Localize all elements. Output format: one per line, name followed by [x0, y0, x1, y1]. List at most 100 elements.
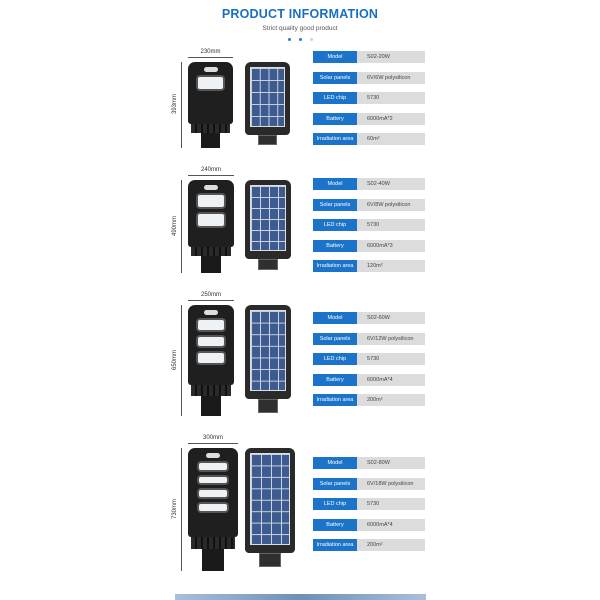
led-module: [197, 502, 229, 513]
mounting-pole-bracket: [202, 548, 224, 571]
heat-sink-fins: [191, 246, 231, 257]
spec-label: Model: [313, 312, 357, 324]
height-dimension-label: 650mm: [172, 349, 178, 370]
lamp-logo: [203, 67, 218, 72]
spec-label: LED chip: [313, 92, 357, 104]
height-dimension-label: 730mm: [172, 498, 178, 519]
solar-panel-back-image: [245, 62, 290, 136]
spec-value: 200m²: [357, 539, 425, 551]
spec-label: Battery: [313, 239, 357, 252]
led-module: [196, 75, 225, 91]
height-dimension-label: 490mm: [172, 215, 178, 236]
spec-value: 6V/8W polysilicon: [357, 198, 425, 211]
page-title: PRODUCT INFORMATION: [221, 7, 379, 21]
mounting-pole-bracket: [200, 256, 222, 273]
lamp-logo: [206, 453, 220, 458]
spec-label: Model: [313, 457, 357, 469]
spec-label: Battery: [313, 373, 357, 386]
dot-indicator[interactable]: [299, 38, 302, 41]
solar-panel-back-image: [245, 180, 291, 260]
spec-value: 60m²: [357, 133, 425, 145]
width-dimension-line: [188, 443, 238, 444]
spec-label: Irradiation area: [313, 394, 357, 406]
solar-cells: [250, 67, 285, 128]
bottom-bar: [175, 594, 426, 600]
height-dimension-line: [181, 62, 182, 148]
spec-value: S02-20W: [357, 51, 425, 63]
spec-value: 5730: [357, 92, 425, 104]
street-light-front-image: [188, 180, 234, 247]
spec-label: LED chip: [313, 219, 357, 231]
spec-label: Solar panels: [313, 198, 357, 211]
led-module: [197, 474, 229, 486]
led-module: [196, 318, 226, 332]
spec-label: Solar panels: [313, 71, 357, 84]
spec-label: Battery: [313, 518, 357, 531]
heat-sink-fins: [191, 536, 235, 549]
street-light-front-image: [188, 305, 234, 385]
spec-label: Irradiation area: [313, 260, 357, 272]
led-module: [196, 193, 226, 209]
led-module: [196, 351, 226, 365]
led-module: [197, 488, 229, 500]
spec-value: 6V/18W polysilicon: [357, 477, 425, 490]
street-light-front-image: [188, 448, 238, 537]
width-dimension-label: 230mm: [200, 49, 221, 55]
width-dimension-line: [188, 175, 234, 176]
spec-label: Irradiation area: [313, 133, 357, 145]
panel-bracket: [257, 135, 278, 146]
heat-sink-fins: [191, 123, 230, 133]
dot-indicator[interactable]: [310, 38, 313, 41]
panel-bracket: [257, 259, 279, 271]
mounting-pole-bracket: [200, 132, 221, 148]
led-module: [196, 212, 226, 228]
spec-label: LED chip: [313, 353, 357, 365]
solar-cells: [250, 310, 286, 392]
panel-bracket: [257, 399, 279, 413]
panel-bracket: [259, 552, 281, 568]
solar-cells: [250, 185, 286, 252]
mounting-pole-bracket: [200, 396, 222, 416]
width-dimension-line: [188, 57, 233, 58]
height-dimension-label: 393mm: [172, 94, 178, 115]
height-dimension-line: [181, 180, 182, 273]
solar-panel-back-image: [245, 305, 291, 400]
spec-value: 6000mA*4: [357, 518, 425, 531]
spec-value: 6V/6W polysilicon: [357, 71, 425, 84]
spec-label: Model: [313, 51, 357, 63]
spec-value: 6000mA*3: [357, 239, 425, 252]
spec-value: S02-60W: [357, 312, 425, 324]
led-module: [196, 334, 226, 349]
street-light-front-image: [188, 62, 233, 124]
dot-indicator[interactable]: [288, 38, 291, 41]
spec-value: 120m²: [357, 260, 425, 272]
spec-value: 6V/12W polysilicon: [357, 332, 425, 345]
carousel-dots: [288, 38, 313, 41]
spec-value: 6000mA*4: [357, 373, 425, 386]
height-dimension-line: [181, 305, 182, 416]
spec-value: 200m²: [357, 394, 425, 406]
spec-value: S02-80W: [357, 457, 425, 469]
height-dimension-line: [181, 448, 182, 571]
spec-label: LED chip: [313, 498, 357, 510]
lamp-logo: [204, 185, 218, 190]
spec-label: Battery: [313, 112, 357, 125]
